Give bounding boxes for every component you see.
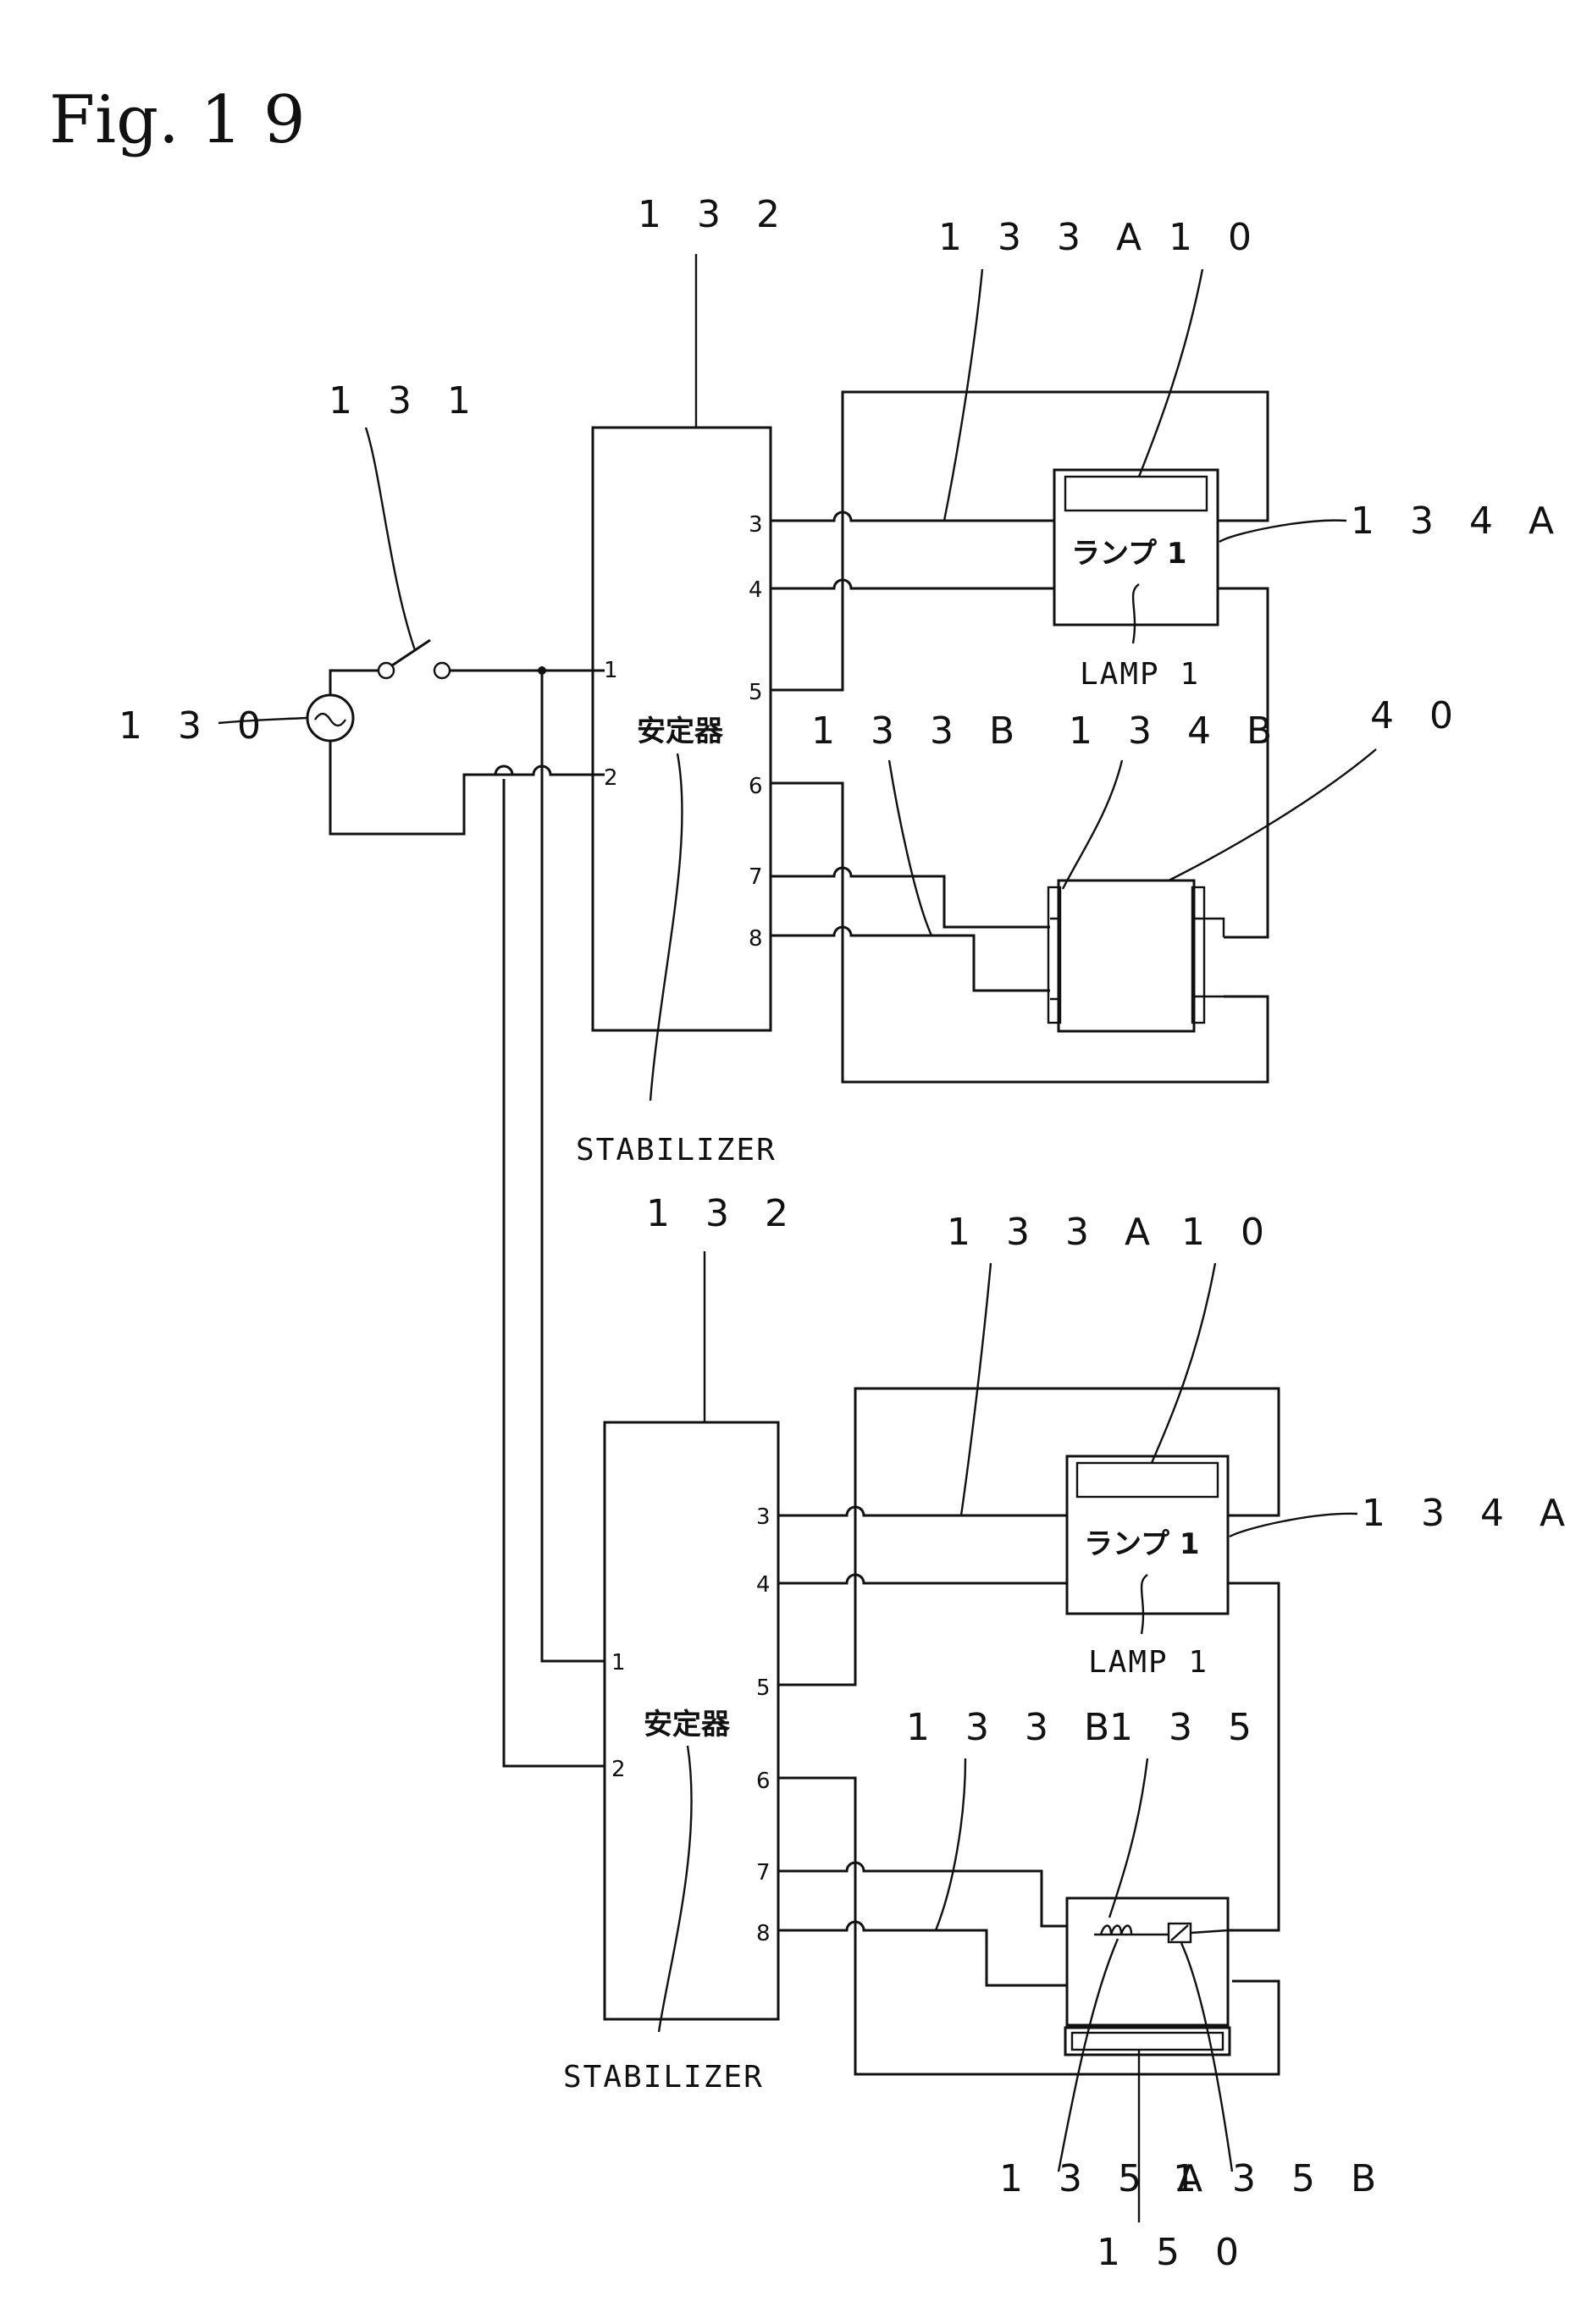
socket-134A-bottom-ref: 1 3 4 A	[1362, 1492, 1570, 1535]
lamp1-top-label: ランプ 1	[1071, 537, 1186, 571]
pin-6: 6	[756, 1769, 771, 1794]
wire-loop-bottom	[778, 1388, 1279, 1685]
wire-source-top	[330, 671, 379, 695]
plate-150-ref: 1 5 0	[1097, 2231, 1251, 2274]
leader-134B-top	[1063, 760, 1122, 889]
leader-lamp-bottom	[1152, 1263, 1215, 1463]
figure-title: Fig. 1 9	[49, 82, 306, 158]
leader-134A-bottom	[1230, 1514, 1357, 1537]
lamp-top-ref: 1 0	[1169, 216, 1263, 259]
pin-7: 7	[756, 1860, 771, 1885]
wire-pin7-bottom	[778, 1863, 1067, 1926]
pin-3: 3	[749, 512, 763, 538]
pin-4: 4	[749, 577, 763, 603]
lamp-bottom-ref: 1 0	[1181, 1211, 1276, 1254]
wire-source-bottom	[330, 741, 605, 834]
wire-pin4-top	[771, 580, 1054, 588]
stabilizer-top-name: 安定器	[637, 715, 724, 748]
lamp1-top-tube	[1065, 477, 1207, 511]
lamp1-top-label-en: LAMP 1	[1080, 657, 1200, 692]
leader-lamp1-bottom-en	[1142, 1575, 1147, 1634]
leader-135B	[1181, 1943, 1232, 2172]
stabilizer-bottom-name: 安定器	[644, 1708, 731, 1742]
pin-2: 2	[604, 765, 618, 791]
leader-133B-top	[889, 760, 931, 936]
wire-bus-pin2	[504, 779, 605, 1766]
device-135B-ref: 1 3 5 B	[1173, 2157, 1388, 2200]
stabilizer-bottom-ref: 1 3 2	[646, 1192, 800, 1235]
pin-2: 2	[611, 1757, 626, 1782]
pin-8: 8	[749, 926, 763, 952]
source-ref: 1 3 0	[119, 704, 273, 748]
wire-133A-top	[771, 512, 1054, 521]
wire-133A-top-ref: 1 3 3 A	[938, 216, 1153, 259]
leader-stab-bottom-caption	[659, 1746, 692, 2032]
junction-dot	[538, 666, 546, 675]
leader-lamp-top	[1139, 269, 1202, 477]
leader-stab-top-caption	[650, 754, 683, 1101]
wire-133B-bottom-ref: 1 3 3 B	[906, 1706, 1121, 1749]
sine-icon	[315, 714, 346, 726]
wire-pin6-bottom	[778, 1778, 1279, 2074]
leader-135	[1109, 1758, 1147, 1918]
socket-134A-top-ref: 1 3 4 A	[1351, 500, 1566, 543]
wire-pin4-bottom	[778, 1575, 1067, 1583]
unit-40	[1048, 880, 1224, 1031]
wire-133A-bottom-ref: 1 3 3 A	[947, 1211, 1162, 1254]
leader-lamp1-top-en	[1133, 584, 1139, 643]
wire-pin8-bottom	[778, 1922, 1067, 1985]
device-135	[1065, 1898, 1230, 2055]
switch-contact-right	[434, 663, 450, 678]
pin-1: 1	[604, 658, 618, 683]
switch-lever	[392, 640, 430, 665]
pin-7: 7	[749, 864, 763, 890]
wire-loop-top	[771, 392, 1268, 690]
lamp1-bottom-label: ランプ 1	[1084, 1527, 1199, 1561]
device-135-ref: 1 3 5	[1109, 1706, 1263, 1749]
leader-134A-top	[1219, 521, 1346, 542]
leader-133B-bottom	[936, 1758, 965, 1930]
wire-pin8-top	[771, 927, 1050, 991]
stabilizer-bottom-caption: STABILIZER	[563, 2060, 764, 2095]
lamp1-bottom-tube	[1077, 1463, 1218, 1497]
leader-switch	[366, 428, 415, 650]
socket-134B-top-ref: 1 3 4 B	[1069, 709, 1284, 753]
pin-4: 4	[756, 1572, 771, 1598]
ac-source	[307, 695, 353, 741]
switch-contact-left	[379, 663, 394, 678]
pin-8: 8	[756, 1921, 771, 1946]
switch-ref: 1 3 1	[329, 379, 483, 422]
pin-5: 5	[749, 680, 763, 705]
wire-lamp1-to-40	[1218, 588, 1268, 937]
pin-6: 6	[749, 774, 763, 799]
stabilizer-top-ref: 1 3 2	[638, 193, 792, 236]
lamp1-bottom-label-en: LAMP 1	[1088, 1645, 1208, 1680]
wire-133B-top-ref: 1 3 3 B	[811, 709, 1026, 753]
wire-lamp1-to-135	[1228, 1583, 1279, 1930]
leader-40	[1169, 749, 1376, 880]
pin-5: 5	[756, 1675, 771, 1701]
pin-1: 1	[611, 1650, 626, 1675]
wire-133A-bottom	[778, 1507, 1067, 1515]
stabilizer-top-caption: STABILIZER	[576, 1133, 777, 1168]
wire-pin7-top	[771, 868, 1050, 927]
coil-icon	[1094, 1926, 1143, 1935]
pin-3: 3	[756, 1504, 771, 1530]
unit-40-ref: 4 0	[1370, 694, 1465, 737]
leader-133A-top	[944, 269, 982, 521]
